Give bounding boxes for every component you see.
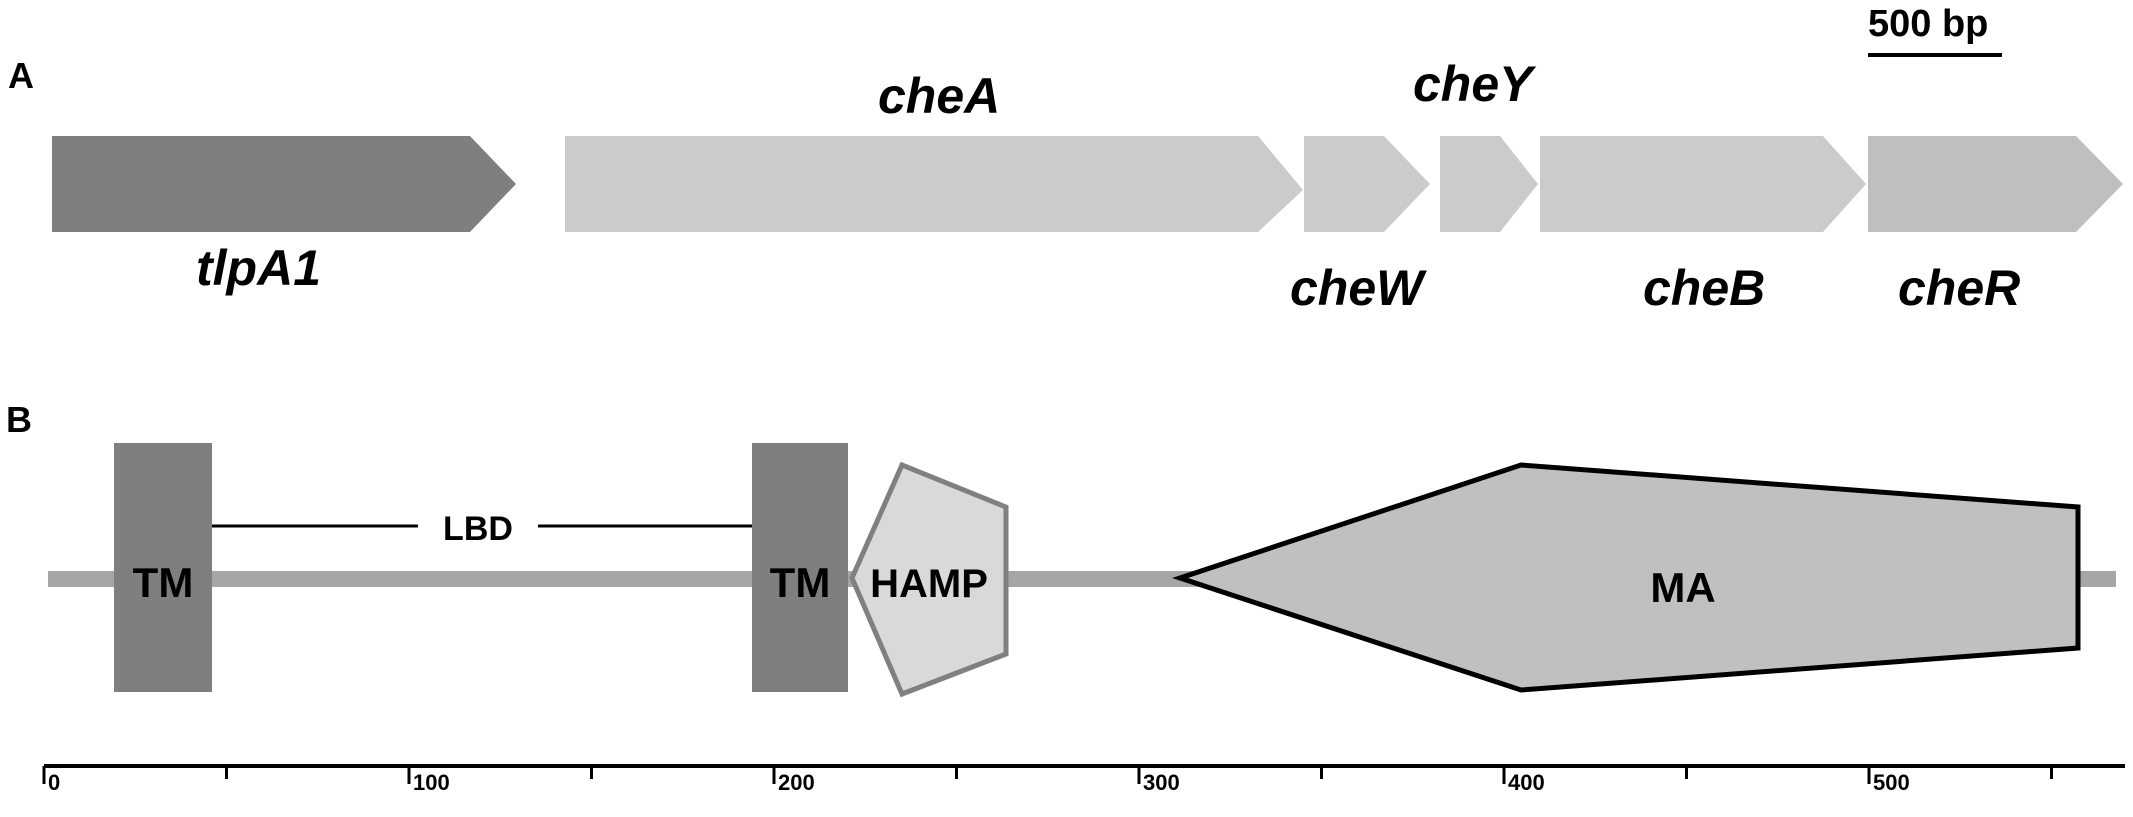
gene-arrow-cheR bbox=[1868, 136, 2123, 232]
panel-a-label: A bbox=[8, 55, 34, 96]
gene-arrow-cheA bbox=[565, 136, 1303, 232]
ma-domain bbox=[1172, 462, 2081, 693]
hamp-domain-label: HAMP bbox=[870, 562, 988, 606]
axis-tick-label-300: 300 bbox=[1143, 770, 1180, 795]
hamp-domain bbox=[849, 461, 1009, 698]
gene-arrow-cheW bbox=[1304, 136, 1430, 232]
tm-domain-2-label: TM bbox=[770, 559, 831, 606]
tm-domain-1 bbox=[114, 443, 212, 692]
gene-arrow-cheB bbox=[1540, 136, 1866, 232]
scale-bar-label: 500 bp bbox=[1868, 3, 1988, 45]
gene-arrow-cheY bbox=[1440, 136, 1538, 232]
axis-tick-label-400: 400 bbox=[1508, 770, 1545, 795]
gene-label-cheA: cheA bbox=[878, 68, 1000, 124]
gene-label-cheB: cheB bbox=[1643, 260, 1765, 316]
gene-label-cheW: cheW bbox=[1290, 260, 1427, 316]
gene-label-tlpA1: tlpA1 bbox=[196, 240, 321, 296]
axis-tick-label-200: 200 bbox=[778, 770, 815, 795]
ma-domain-label: MA bbox=[1650, 564, 1715, 611]
panel-b-label: B bbox=[6, 399, 32, 440]
axis-tick-label-100: 100 bbox=[413, 770, 450, 795]
axis-tick-label-0: 0 bbox=[48, 770, 60, 795]
gene-arrow-tlpA1 bbox=[52, 136, 516, 232]
axis-tick-label-500: 500 bbox=[1873, 770, 1910, 795]
tm-domain-2 bbox=[752, 443, 848, 692]
axis-ticks bbox=[42, 766, 2053, 784]
tm-domain-1-label: TM bbox=[133, 559, 194, 606]
gene-label-cheR: cheR bbox=[1898, 260, 2020, 316]
gene-label-cheY: cheY bbox=[1413, 56, 1537, 112]
lbd-label: LBD bbox=[443, 510, 513, 548]
